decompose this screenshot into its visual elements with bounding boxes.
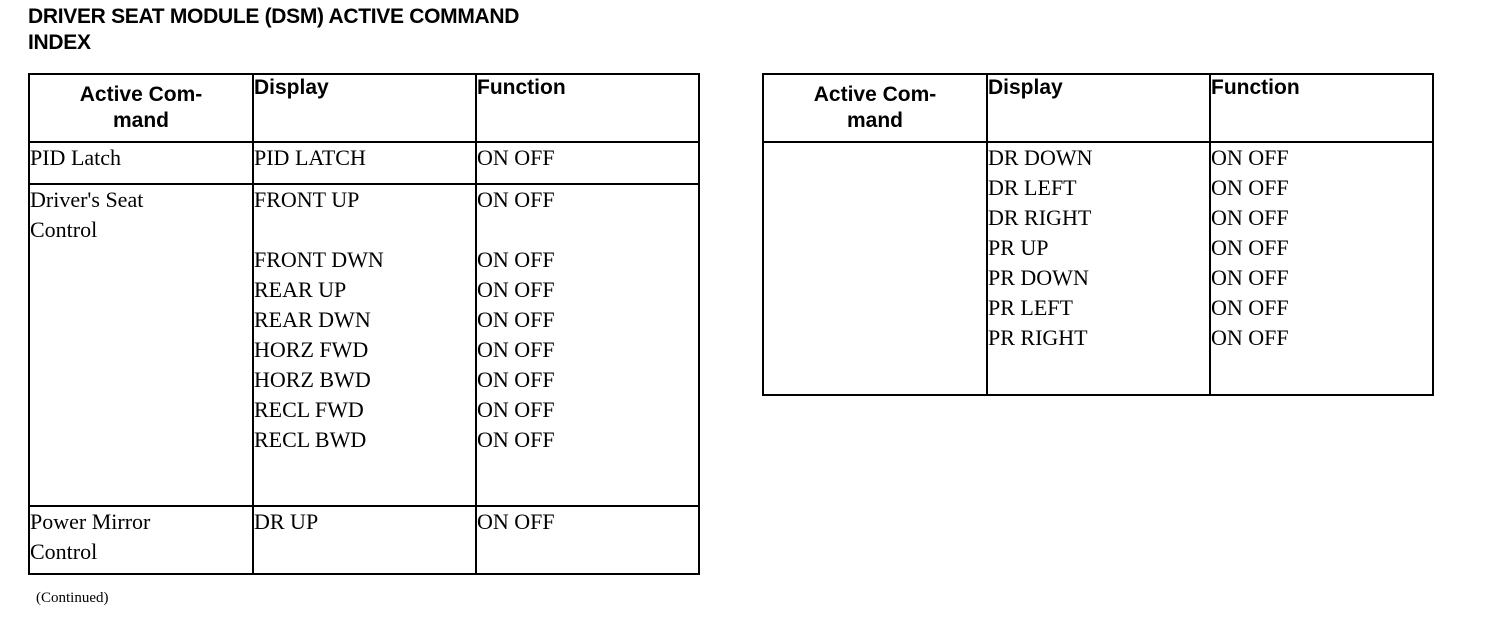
- function-line: ON OFF: [1211, 295, 1289, 320]
- column-header-active-command-line-2: mand: [846, 109, 903, 132]
- function-line: ON OFF: [1211, 205, 1289, 230]
- active-command-table-left: Active Com- mand Display Function PID La…: [28, 73, 700, 575]
- display-line: PR RIGHT: [988, 325, 1088, 350]
- display-line: PID LATCH: [254, 145, 366, 170]
- continued-note: (Continued): [36, 590, 109, 606]
- display-line: RECL FWD: [254, 397, 364, 422]
- column-header-active-command-line-1: Active Com-: [813, 83, 937, 106]
- display-line: PR LEFT: [988, 295, 1073, 320]
- cell-function: ON OFF ON OFF ON OFF ON OFF ON OFF ON OF…: [475, 183, 700, 507]
- active-command-line: Power Mirror: [30, 509, 151, 534]
- cell-function: ON OFF ON OFF ON OFF ON OFF ON OFF ON OF…: [1209, 141, 1434, 396]
- function-line: ON OFF: [1211, 145, 1289, 170]
- function-line: ON OFF: [477, 187, 555, 212]
- page-title-line-1: DRIVER SEAT MODULE (DSM) ACTIVE COMMAND: [28, 5, 520, 28]
- table-row: PID Latch PID LATCH ON OFF: [28, 141, 700, 185]
- function-line: ON OFF: [477, 145, 555, 170]
- cell-active-command: Power Mirror Control: [28, 505, 254, 575]
- cell-function: ON OFF: [475, 141, 700, 185]
- display-line: PR UP: [988, 235, 1049, 260]
- display-line: DR UP: [254, 509, 319, 534]
- function-line: ON OFF: [477, 277, 555, 302]
- column-header-display: Display: [252, 73, 477, 143]
- column-header-active-command: Active Com- mand: [762, 73, 988, 143]
- function-line: ON OFF: [1211, 265, 1289, 290]
- cell-active-command: PID Latch: [28, 141, 254, 185]
- function-line: ON OFF: [477, 427, 555, 452]
- table-row: Driver's Seat Control FRONT UP FRONT DWN…: [28, 183, 700, 507]
- display-line: DR RIGHT: [988, 205, 1092, 230]
- function-line: ON OFF: [1211, 235, 1289, 260]
- cell-display: PID LATCH: [252, 141, 477, 185]
- active-command-line: PID Latch: [30, 145, 122, 170]
- display-line: DR LEFT: [988, 175, 1077, 200]
- function-line: ON OFF: [477, 509, 555, 534]
- cell-display: DR UP: [252, 505, 477, 575]
- display-line-spacer: [254, 215, 475, 245]
- column-header-display: Display: [986, 73, 1211, 143]
- cell-active-command: [762, 141, 988, 396]
- table-row: DR DOWN DR LEFT DR RIGHT PR UP PR DOWN P…: [762, 141, 1434, 396]
- cell-function: ON OFF: [475, 505, 700, 575]
- column-header-active-command: Active Com- mand: [28, 73, 254, 143]
- display-line: RECL BWD: [254, 427, 367, 452]
- cell-display: FRONT UP FRONT DWN REAR UP REAR DWN HORZ…: [252, 183, 477, 507]
- page-title: DRIVER SEAT MODULE (DSM) ACTIVE COMMAND …: [28, 4, 718, 56]
- function-line: ON OFF: [477, 367, 555, 392]
- display-line: REAR UP: [254, 277, 347, 302]
- function-line: ON OFF: [477, 247, 555, 272]
- page-title-line-2: INDEX: [28, 31, 91, 54]
- display-line: PR DOWN: [988, 265, 1089, 290]
- column-header-active-command-line-1: Active Com-: [79, 83, 203, 106]
- table-header-row: Active Com- mand Display Function: [28, 73, 700, 143]
- column-header-function: Function: [475, 73, 700, 143]
- table-row: Power Mirror Control DR UP ON OFF: [28, 505, 700, 575]
- function-line: ON OFF: [1211, 325, 1289, 350]
- function-line: ON OFF: [1211, 175, 1289, 200]
- display-line: FRONT DWN: [254, 247, 384, 272]
- active-command-line: Control: [30, 217, 98, 242]
- function-line-spacer: [477, 215, 698, 245]
- display-line: HORZ FWD: [254, 337, 369, 362]
- display-line: HORZ BWD: [254, 367, 371, 392]
- active-command-line: Control: [30, 539, 98, 564]
- function-line: ON OFF: [477, 337, 555, 362]
- function-line: ON OFF: [477, 307, 555, 332]
- column-header-active-command-line-2: mand: [112, 109, 169, 132]
- active-command-table-right: Active Com- mand Display Function DR DOW…: [762, 73, 1434, 396]
- table-header-row: Active Com- mand Display Function: [762, 73, 1434, 143]
- display-line: REAR DWN: [254, 307, 371, 332]
- column-header-function: Function: [1209, 73, 1434, 143]
- cell-active-command: Driver's Seat Control: [28, 183, 254, 507]
- cell-display: DR DOWN DR LEFT DR RIGHT PR UP PR DOWN P…: [986, 141, 1211, 396]
- display-line: DR DOWN: [988, 145, 1093, 170]
- display-line: FRONT UP: [254, 187, 360, 212]
- active-command-line: Driver's Seat: [30, 187, 144, 212]
- function-line: ON OFF: [477, 397, 555, 422]
